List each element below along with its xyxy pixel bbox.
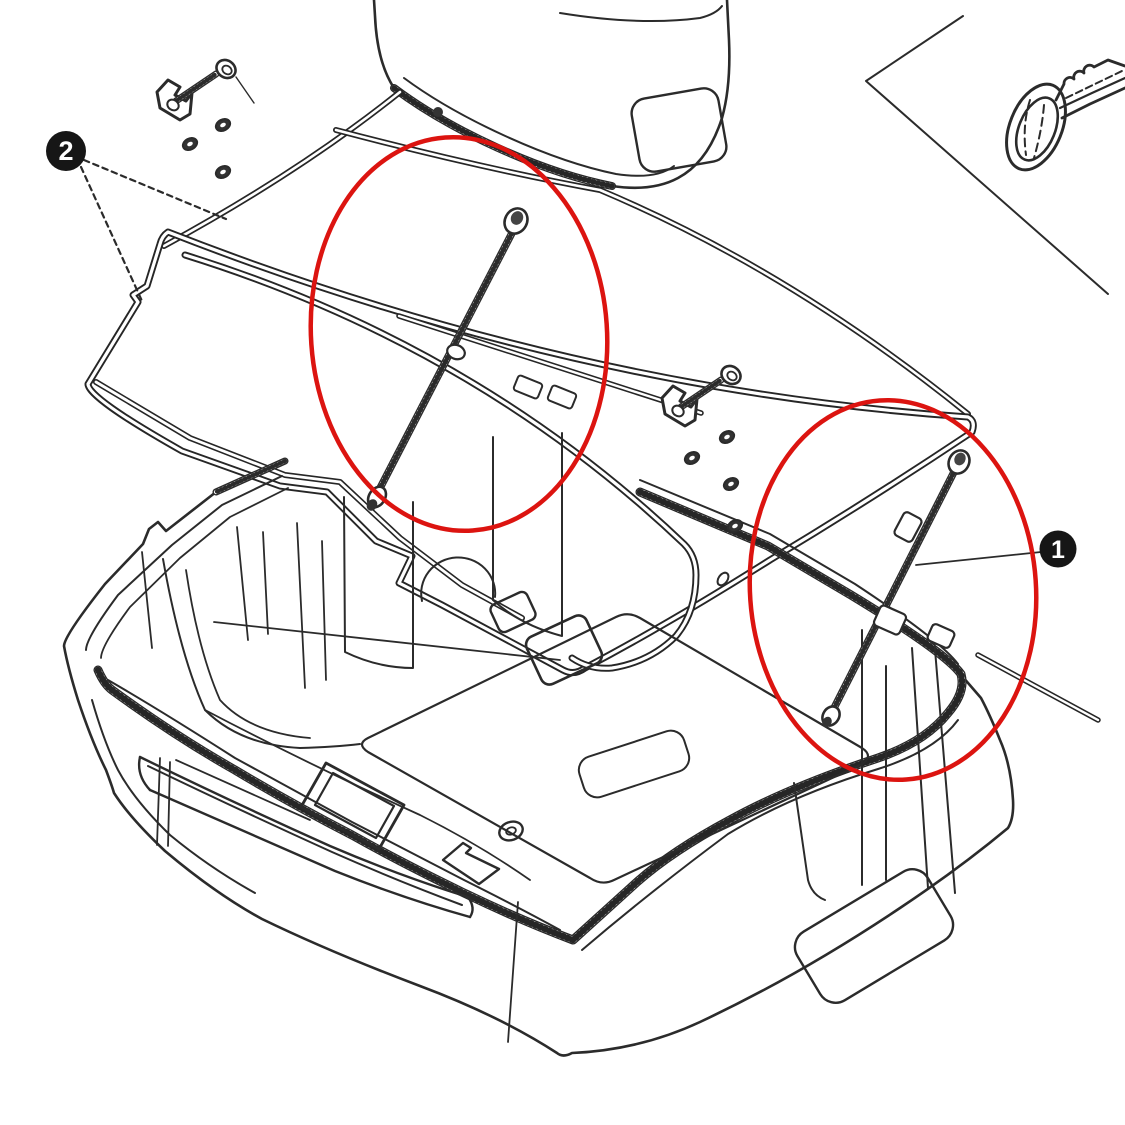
svg-text:2: 2 <box>58 136 73 166</box>
svg-text:1: 1 <box>1051 536 1065 564</box>
